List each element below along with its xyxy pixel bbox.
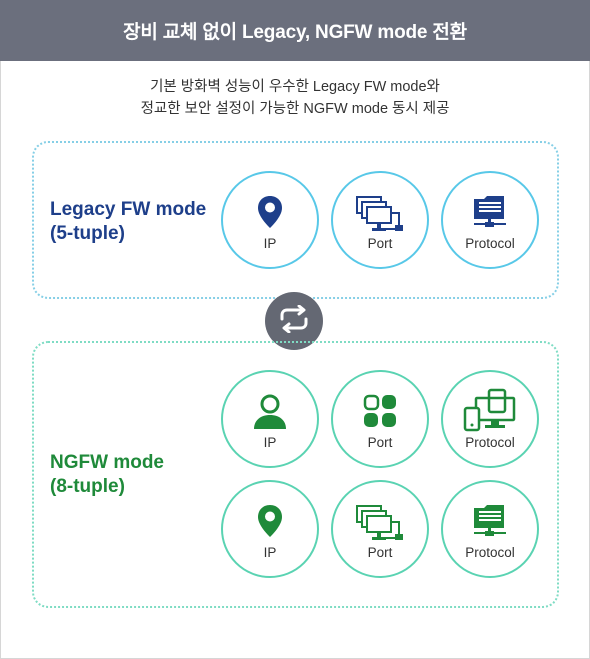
devices-icon	[463, 388, 517, 437]
ngfw-item-port-apps-label: Port	[367, 435, 393, 450]
location-pin-icon	[257, 195, 283, 234]
ngfw-item-protocol-devices-label: Protocol	[465, 435, 515, 450]
ngfw-item-protocol-folder: Protocol	[441, 480, 539, 578]
ngfw-item-ip-location-label: IP	[263, 545, 277, 560]
description: 기본 방화벽 성능이 우수한 Legacy FW mode와 정교한 보안 설정…	[0, 76, 590, 120]
folder-network-icon	[472, 504, 508, 543]
legacy-mode-name: Legacy FW mode	[50, 199, 207, 220]
legacy-item-protocol-label: Protocol	[465, 236, 515, 251]
folder-network-icon	[472, 195, 508, 234]
legacy-mode-title: Legacy FW mode (5-tuple)	[50, 198, 206, 246]
header-title: 장비 교체 없이 Legacy, NGFW mode 전환	[123, 22, 467, 43]
legacy-item-port-label: Port	[367, 236, 393, 251]
apps-grid-icon	[363, 394, 397, 433]
ngfw-item-port-apps: Port	[331, 370, 429, 468]
network-computers-icon	[355, 504, 405, 547]
ngfw-item-port-network-label: Port	[367, 545, 393, 560]
header-bar: 장비 교체 없이 Legacy, NGFW mode 전환	[0, 0, 590, 61]
ngfw-item-ip-user: IP	[221, 370, 319, 468]
ngfw-mode-box	[32, 341, 559, 608]
ngfw-mode-tuple: (8-tuple)	[50, 476, 125, 497]
legacy-item-ip-label: IP	[263, 236, 277, 251]
user-icon	[253, 394, 287, 435]
network-computers-icon	[355, 195, 405, 238]
ngfw-item-ip-user-label: IP	[263, 435, 277, 450]
ngfw-item-protocol-folder-label: Protocol	[465, 545, 515, 560]
legacy-item-protocol: Protocol	[441, 171, 539, 269]
legacy-mode-tuple: (5-tuple)	[50, 223, 125, 244]
legacy-item-ip: IP	[221, 171, 319, 269]
ngfw-item-ip-location: IP	[221, 480, 319, 578]
legacy-item-port: Port	[331, 171, 429, 269]
description-line-2: 정교한 보안 설정이 가능한 NGFW mode 동시 제공	[140, 101, 450, 117]
description-line-1: 기본 방화벽 성능이 우수한 Legacy FW mode와	[150, 79, 440, 95]
swap-arrows-icon	[278, 304, 310, 338]
ngfw-item-protocol-devices: Protocol	[441, 370, 539, 468]
location-pin-icon	[257, 504, 283, 543]
ngfw-mode-title: NGFW mode (8-tuple)	[50, 451, 164, 499]
ngfw-mode-name: NGFW mode	[50, 452, 164, 473]
ngfw-item-port-network: Port	[331, 480, 429, 578]
mode-switch-button[interactable]	[265, 292, 323, 350]
